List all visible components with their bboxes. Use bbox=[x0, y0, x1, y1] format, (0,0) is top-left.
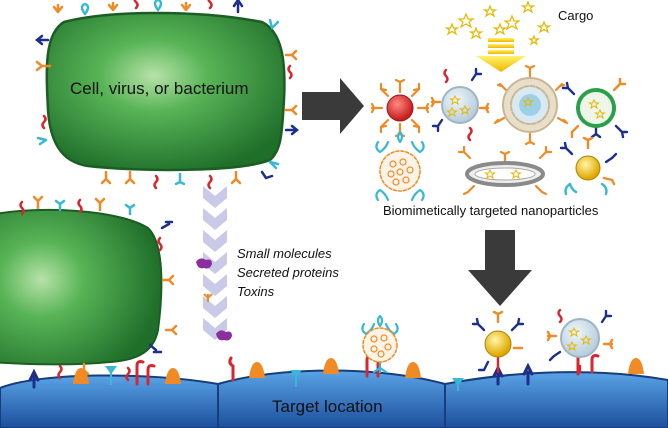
nanoparticle-cell-membrane-coated bbox=[493, 64, 569, 146]
bound-liposome-nanoparticle bbox=[546, 308, 614, 374]
target-tissue bbox=[0, 369, 668, 428]
cargo-stars bbox=[444, 0, 552, 46]
cell-label: Cell, virus, or bacterium bbox=[70, 79, 249, 98]
secreted-label-small-molecules: Small molecules bbox=[237, 246, 332, 261]
nanoparticle-ring bbox=[457, 145, 553, 196]
secreted-molecules bbox=[196, 258, 232, 341]
secreted-label-proteins: Secreted proteins bbox=[237, 265, 339, 280]
nanoparticles-label: Biomimetically targeted nanoparticles bbox=[383, 203, 599, 218]
nanoparticle-gold-core bbox=[559, 136, 618, 196]
secreted-label-toxins: Toxins bbox=[237, 284, 275, 299]
arrow-right bbox=[302, 78, 364, 134]
cell-surface-markers bbox=[19, 0, 300, 382]
arrow-down bbox=[468, 230, 532, 306]
target-location-label: Target location bbox=[272, 397, 383, 416]
nanoparticle-liposome bbox=[430, 67, 490, 142]
cargo-arrow bbox=[476, 38, 526, 72]
nanoparticle-micelle bbox=[375, 130, 425, 202]
nanoparticle-green-ring bbox=[561, 77, 629, 139]
bound-gold-nanoparticle bbox=[471, 310, 525, 374]
nanoparticle-red-core bbox=[370, 78, 430, 138]
bound-micelle-nanoparticle bbox=[361, 314, 399, 374]
main-cell bbox=[45, 11, 286, 172]
lower-cell bbox=[0, 208, 163, 366]
cargo-label: Cargo bbox=[558, 8, 594, 23]
